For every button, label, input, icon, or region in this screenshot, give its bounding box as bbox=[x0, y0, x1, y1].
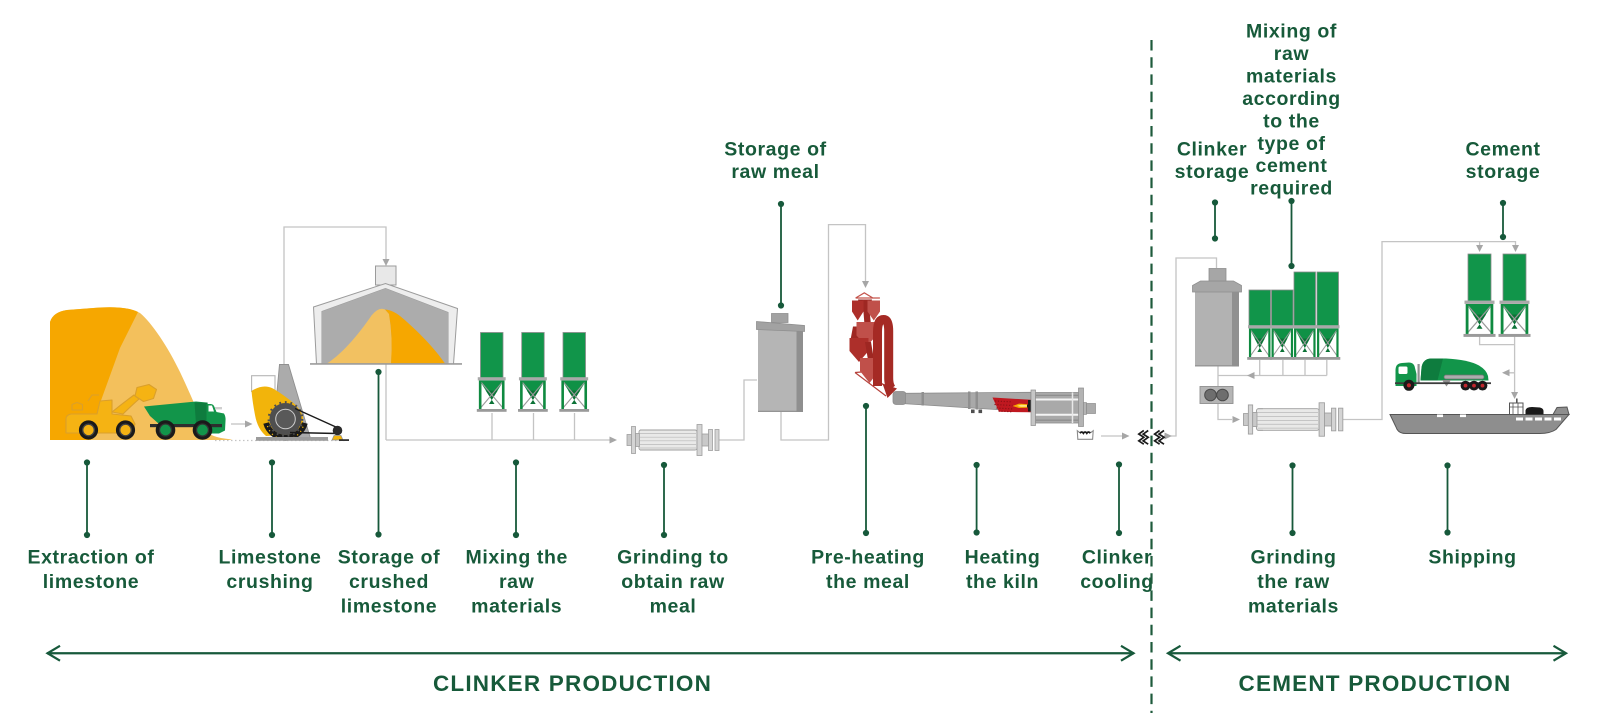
svg-text:CEMENT PRODUCTION: CEMENT PRODUCTION bbox=[1239, 671, 1512, 696]
svg-text:Shipping: Shipping bbox=[1428, 547, 1516, 569]
svg-text:CLINKER PRODUCTION: CLINKER PRODUCTION bbox=[433, 671, 712, 696]
